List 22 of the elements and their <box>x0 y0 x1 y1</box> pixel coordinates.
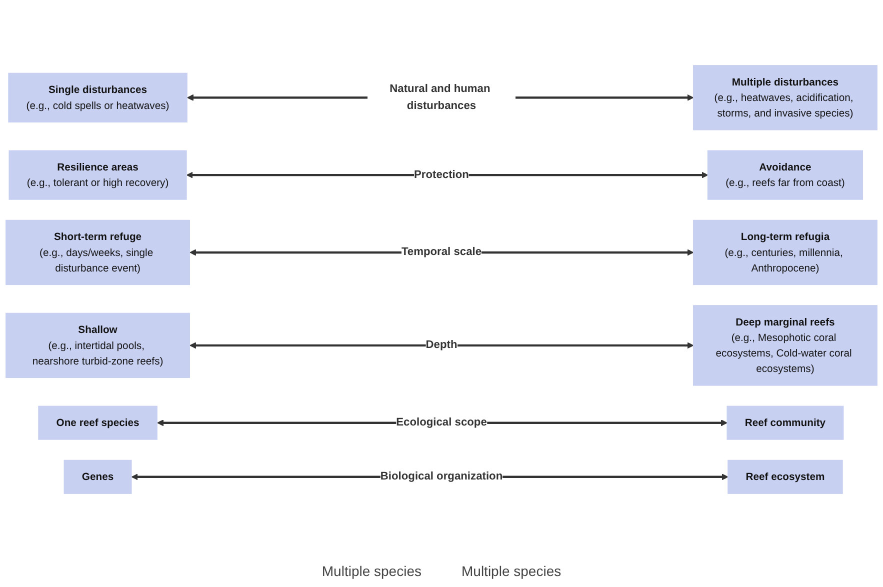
node-box: Reef ecosystem <box>728 460 843 494</box>
note-text: Multiple species <box>462 563 562 579</box>
arrow <box>186 172 708 178</box>
edge-label: Temporal scale <box>401 246 482 258</box>
node-box: Resilience areas (e.g., tolerant or high recovery) <box>8 150 187 200</box>
edge-label: Depth <box>426 338 458 352</box>
node-box: One reef species <box>38 406 158 440</box>
edge-label: Biological organization <box>380 470 503 483</box>
node-box: Avoidance (e.g., reefs far from coast) <box>707 150 864 200</box>
arrow <box>190 342 694 349</box>
node-box: Single disturbances (e.g., cold spells or heatwaves) <box>8 72 188 122</box>
node-box: Multiple disturbances (e.g., heatwaves, acidification, storms, and invasive species) <box>693 65 878 130</box>
edge-label: Protection <box>414 168 469 181</box>
node-box: Reef community <box>726 406 844 440</box>
node-box: Deep marginal reefs (e.g., Mesophotic coral ecosystems, Cold-water coral ecosystems) <box>693 305 878 386</box>
edge-label: Natural and human disturbances <box>390 82 490 112</box>
node-box: Long-term refugia (e.g., centuries, millennia, Anthropocene) <box>693 220 878 286</box>
node-box: Short-term refuge (e.g., days/weeks, single disturbance event) <box>6 220 190 286</box>
node-box: Genes <box>64 460 132 494</box>
edge-label: Ecological scope <box>396 416 487 429</box>
note-text: Multiple species <box>322 563 422 579</box>
node-box: Shallow (e.g., intertidal pools, nearshore turbid-zone reefs) <box>6 312 190 378</box>
